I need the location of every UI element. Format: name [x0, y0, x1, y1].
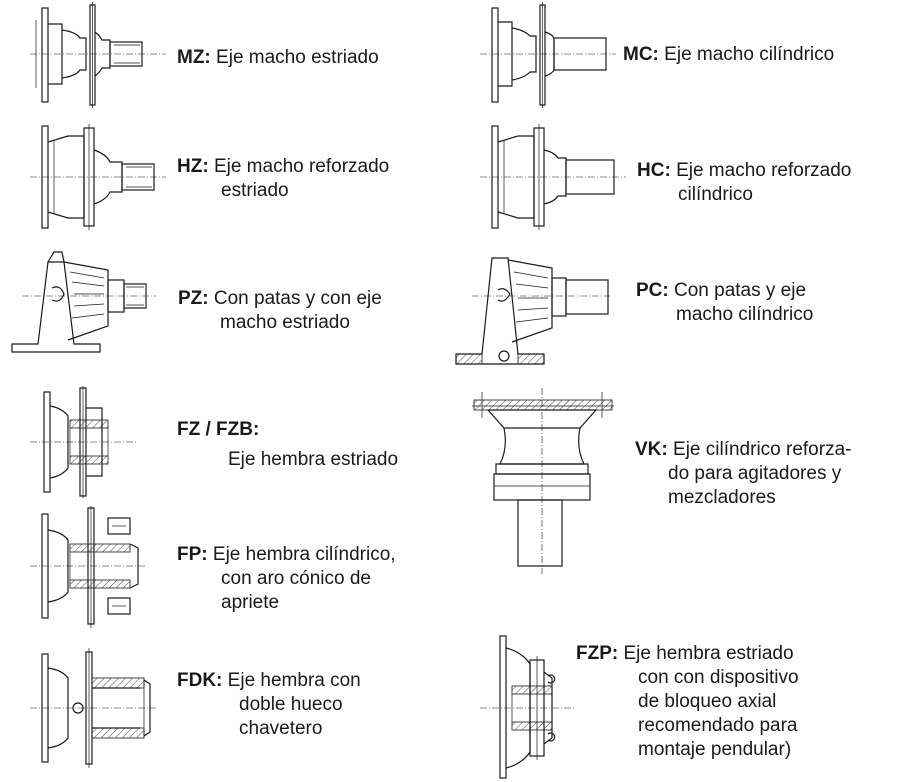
label-pz: PZ: Con patas y con eje macho estriado: [178, 288, 382, 333]
label-fp: FP: Eje hembra cilíndrico, con aro cónic…: [177, 544, 396, 613]
fzp-drawing: [480, 635, 576, 779]
label-fdk: FDK: Eje hembra con doble hueco chaveter…: [177, 670, 361, 739]
label-fz-fzb: FZ / FZB: Eje hembra estriado: [177, 419, 399, 470]
hc-drawing: [480, 124, 626, 230]
pc-drawing: [455, 257, 610, 365]
mc-drawing: [480, 2, 616, 108]
fdk-drawing: [30, 648, 156, 768]
pz-drawing: [11, 251, 156, 353]
label-pc: PC: Con patas y eje macho cilíndrico: [636, 280, 814, 325]
fp-drawing: [30, 506, 146, 628]
fz-drawing: [30, 386, 136, 498]
vk-drawing: [472, 388, 614, 574]
label-hc: HC: Eje macho reforzado cilíndrico: [637, 160, 852, 205]
label-mz: MZ: Eje macho estriado: [177, 47, 379, 68]
label-fzp: FZP: Eje hembra estriado con con disposi…: [576, 643, 799, 760]
mz-drawing: [30, 2, 166, 108]
label-hz: HZ: Eje macho reforzado estriado: [177, 156, 390, 201]
label-mc: MC: Eje macho cilíndrico: [623, 44, 835, 65]
hz-drawing: [30, 124, 166, 230]
label-vk: VK: Eje cilíndrico reforza- do para agit…: [635, 439, 852, 508]
